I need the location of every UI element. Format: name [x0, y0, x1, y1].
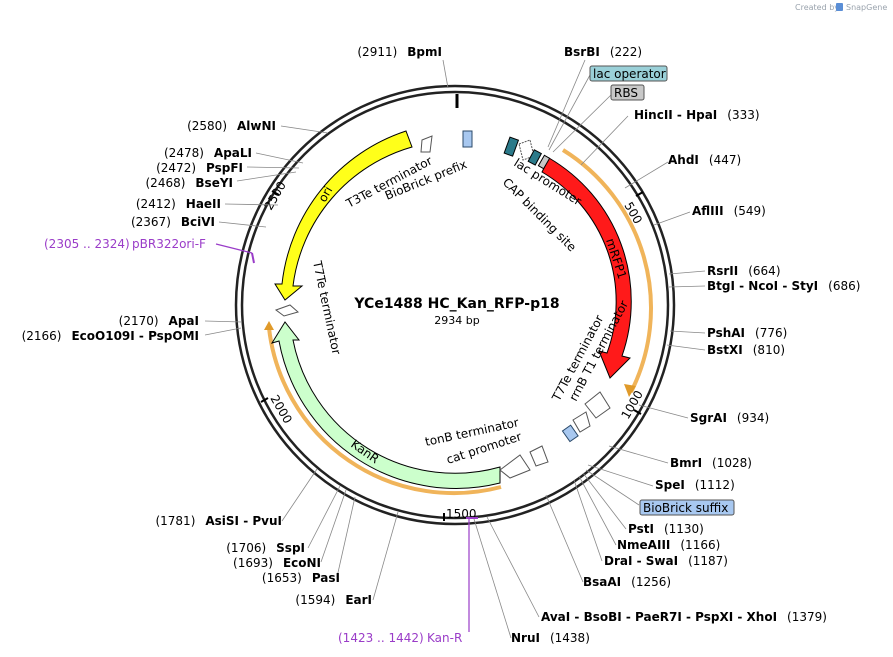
coordinate-ticks: [260, 190, 644, 521]
credit-created-by: Created by: [795, 3, 839, 12]
ori-feature: [274, 130, 413, 301]
site-pspfi: (2472)PspFI: [156, 161, 243, 175]
site-apali: (2478)ApaLI: [164, 146, 252, 160]
t7te-right-terminator-shape: [584, 391, 611, 419]
site-hincii-hpai: HincII - HpaI(333): [634, 108, 760, 122]
site-haeii: (2412)HaeII: [136, 197, 221, 211]
kan-r-name: Kan-R: [427, 631, 462, 645]
biobrick-suffix-shape: [561, 424, 579, 443]
rrnb-terminator-shape: [572, 411, 591, 433]
site-ahdi: AhdI(447): [668, 153, 741, 167]
site-afliii: AflIII(549): [692, 204, 766, 218]
site-psti: PstI(1130): [628, 522, 704, 536]
tick-label-1000: 1000: [618, 388, 645, 421]
t7te-left-terminator-label: T7Te terminator: [310, 259, 344, 356]
backbone-outer: [234, 84, 676, 526]
site-btgi-ncoi-styi: BtgI - NcoI - StyI(686): [707, 279, 860, 293]
pbr322ori-f-name: pBR322ori-F: [132, 237, 206, 251]
site-bsaai: BsaAI(1256): [583, 575, 671, 589]
biobrick-suffix-box: [639, 499, 735, 516]
rbs-shape: [537, 154, 551, 170]
pbr322ori-f-primer-line: [215, 243, 253, 254]
site-bseyi: (2468)BseYI: [146, 176, 234, 190]
site-alwni: (2580)AlwNI: [187, 119, 276, 133]
credit-brand: SnapGene: [846, 3, 887, 12]
site-nmeaiii: NmeAIII(1166): [617, 538, 720, 552]
right-site-labels: BsrBI(222) HincII - HpaI(333) AhdI(447) …: [511, 45, 860, 645]
kanr-feature: [270, 321, 501, 489]
site-ecoo109i-pspomi: (2166)EcoO109I - PspOMI: [22, 329, 199, 343]
lac-operator-shape: [527, 149, 543, 166]
lac-operator-box: [589, 65, 668, 82]
site-asisi-pvui: (1781)AsiSI - PvuI: [155, 514, 282, 528]
site-bcivi: (2367)BciVI: [131, 215, 215, 229]
site-nrui: NruI(1438): [511, 631, 590, 645]
lac-operator-label: lac operator: [593, 67, 666, 81]
site-econi: (1693)EcoNI: [233, 556, 321, 570]
site-eari: (1594)EarI: [295, 593, 372, 607]
site-bsrbi: BsrBI(222): [564, 45, 642, 59]
rbs-label: RBS: [614, 86, 638, 100]
site-drai-swai: DraI - SwaI(1187): [604, 554, 728, 568]
kanr-orf-arrowhead: [264, 321, 274, 330]
site-bmri: BmrI(1028): [670, 456, 752, 470]
rbs-box: [610, 84, 645, 101]
ori-label: ori: [315, 184, 335, 205]
site-avai-xhoi: AvaI - BsoBI - PaeR7I - PspXI - XhoI(137…: [541, 610, 827, 624]
site-sgrai: SgrAI(934): [690, 411, 769, 425]
site-pasi: (1653)PasI: [262, 571, 340, 585]
left-leader-lines: [204, 59, 449, 601]
mrfp1-feature: [541, 157, 632, 379]
plasmid-name: YCe1488 HC_Kan_RFP-p18: [353, 296, 559, 312]
tonb-terminator-shape: [529, 445, 549, 467]
site-apai: (2170)ApaI: [119, 314, 199, 328]
pbr322ori-f-range: (2305 .. 2324): [44, 237, 130, 251]
mrfp1-orf-halo: [561, 148, 653, 393]
plasmid-length: 2934 bp: [434, 314, 479, 327]
site-spei: SpeI(1112): [655, 478, 735, 492]
site-pshai: PshAI(776): [707, 326, 787, 340]
kanr-orf-halo: [267, 327, 502, 496]
site-sspi: (1706)SspI: [226, 541, 305, 555]
snapgene-logo-icon: [836, 3, 843, 11]
left-site-labels: (2911)BpmI (2580)AlwNI (2478)ApaLI (2472…: [22, 45, 442, 607]
site-bpmi: (2911)BpmI: [357, 45, 442, 59]
right-leader-lines: [473, 59, 706, 639]
t3te-terminator-shape: [420, 135, 433, 153]
pbr322ori-f-primer-mark: [251, 252, 255, 264]
cat-promoter-shape: [499, 454, 531, 479]
biobrick-suffix-label: BioBrick suffix: [643, 501, 728, 515]
t7te-left-terminator-shape: [274, 304, 300, 317]
lac-promoter-shape: [503, 136, 520, 157]
backbone-inner: [240, 90, 670, 520]
site-rsrii: RsrII(664): [707, 264, 781, 278]
mrfp1-orf-arrowhead: [624, 384, 636, 397]
kan-r-range: (1423 .. 1442): [338, 631, 424, 645]
site-bstxi: BstXI(810): [707, 343, 785, 357]
biobrick-prefix-shape: [462, 130, 473, 148]
